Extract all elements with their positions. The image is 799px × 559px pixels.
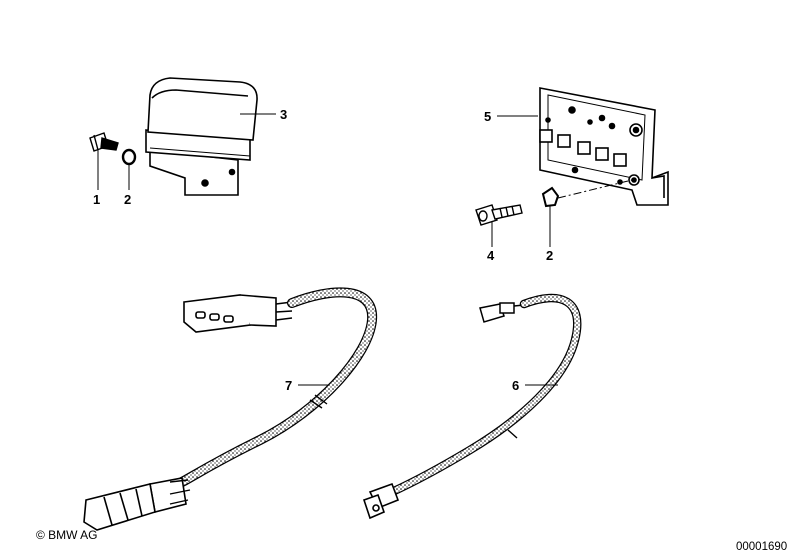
- bolt-part-1: [89, 132, 119, 152]
- wiring-harness-6: [362, 293, 582, 520]
- harness-7-upper-connector: [183, 294, 293, 333]
- relay-top-edge: [151, 89, 249, 99]
- relay-part: [145, 77, 258, 196]
- harness-6-cable: [387, 293, 582, 497]
- callout-1: 1: [93, 192, 101, 207]
- relay-body: [147, 77, 258, 141]
- relay-bracket-hole: [228, 168, 236, 176]
- relay-bracket: [149, 149, 239, 196]
- relay-bracket-hole: [201, 179, 209, 187]
- leader-lines: [97, 113, 558, 386]
- callout-2b: 2: [546, 248, 554, 263]
- harness-6-lower-connector: [362, 482, 400, 520]
- terminal-block-part: [539, 87, 669, 206]
- terminal-slot: [539, 129, 553, 143]
- harness-7-lower-connector: [83, 477, 191, 531]
- alignment-line: [557, 179, 633, 199]
- wiring-harness-7: [83, 287, 378, 531]
- copyright-label: © BMW AG: [36, 528, 98, 542]
- callout-7: 7: [285, 378, 293, 393]
- callout-2: 2: [124, 192, 132, 207]
- terminal-slot: [557, 134, 571, 148]
- washer-part-2: [121, 148, 137, 166]
- harness-6-upper-connector: [479, 302, 525, 323]
- diagram-id-label: 00001690: [736, 541, 788, 553]
- callout-3: 3: [280, 107, 288, 122]
- bolt-part-4: [475, 204, 523, 226]
- terminal-slot: [595, 147, 609, 161]
- callout-4: 4: [487, 248, 495, 263]
- washer-part-2b: [541, 186, 560, 208]
- terminal-slot: [577, 141, 591, 155]
- callout-5: 5: [484, 109, 492, 124]
- terminal-slot: [613, 153, 627, 167]
- callout-6: 6: [512, 378, 520, 393]
